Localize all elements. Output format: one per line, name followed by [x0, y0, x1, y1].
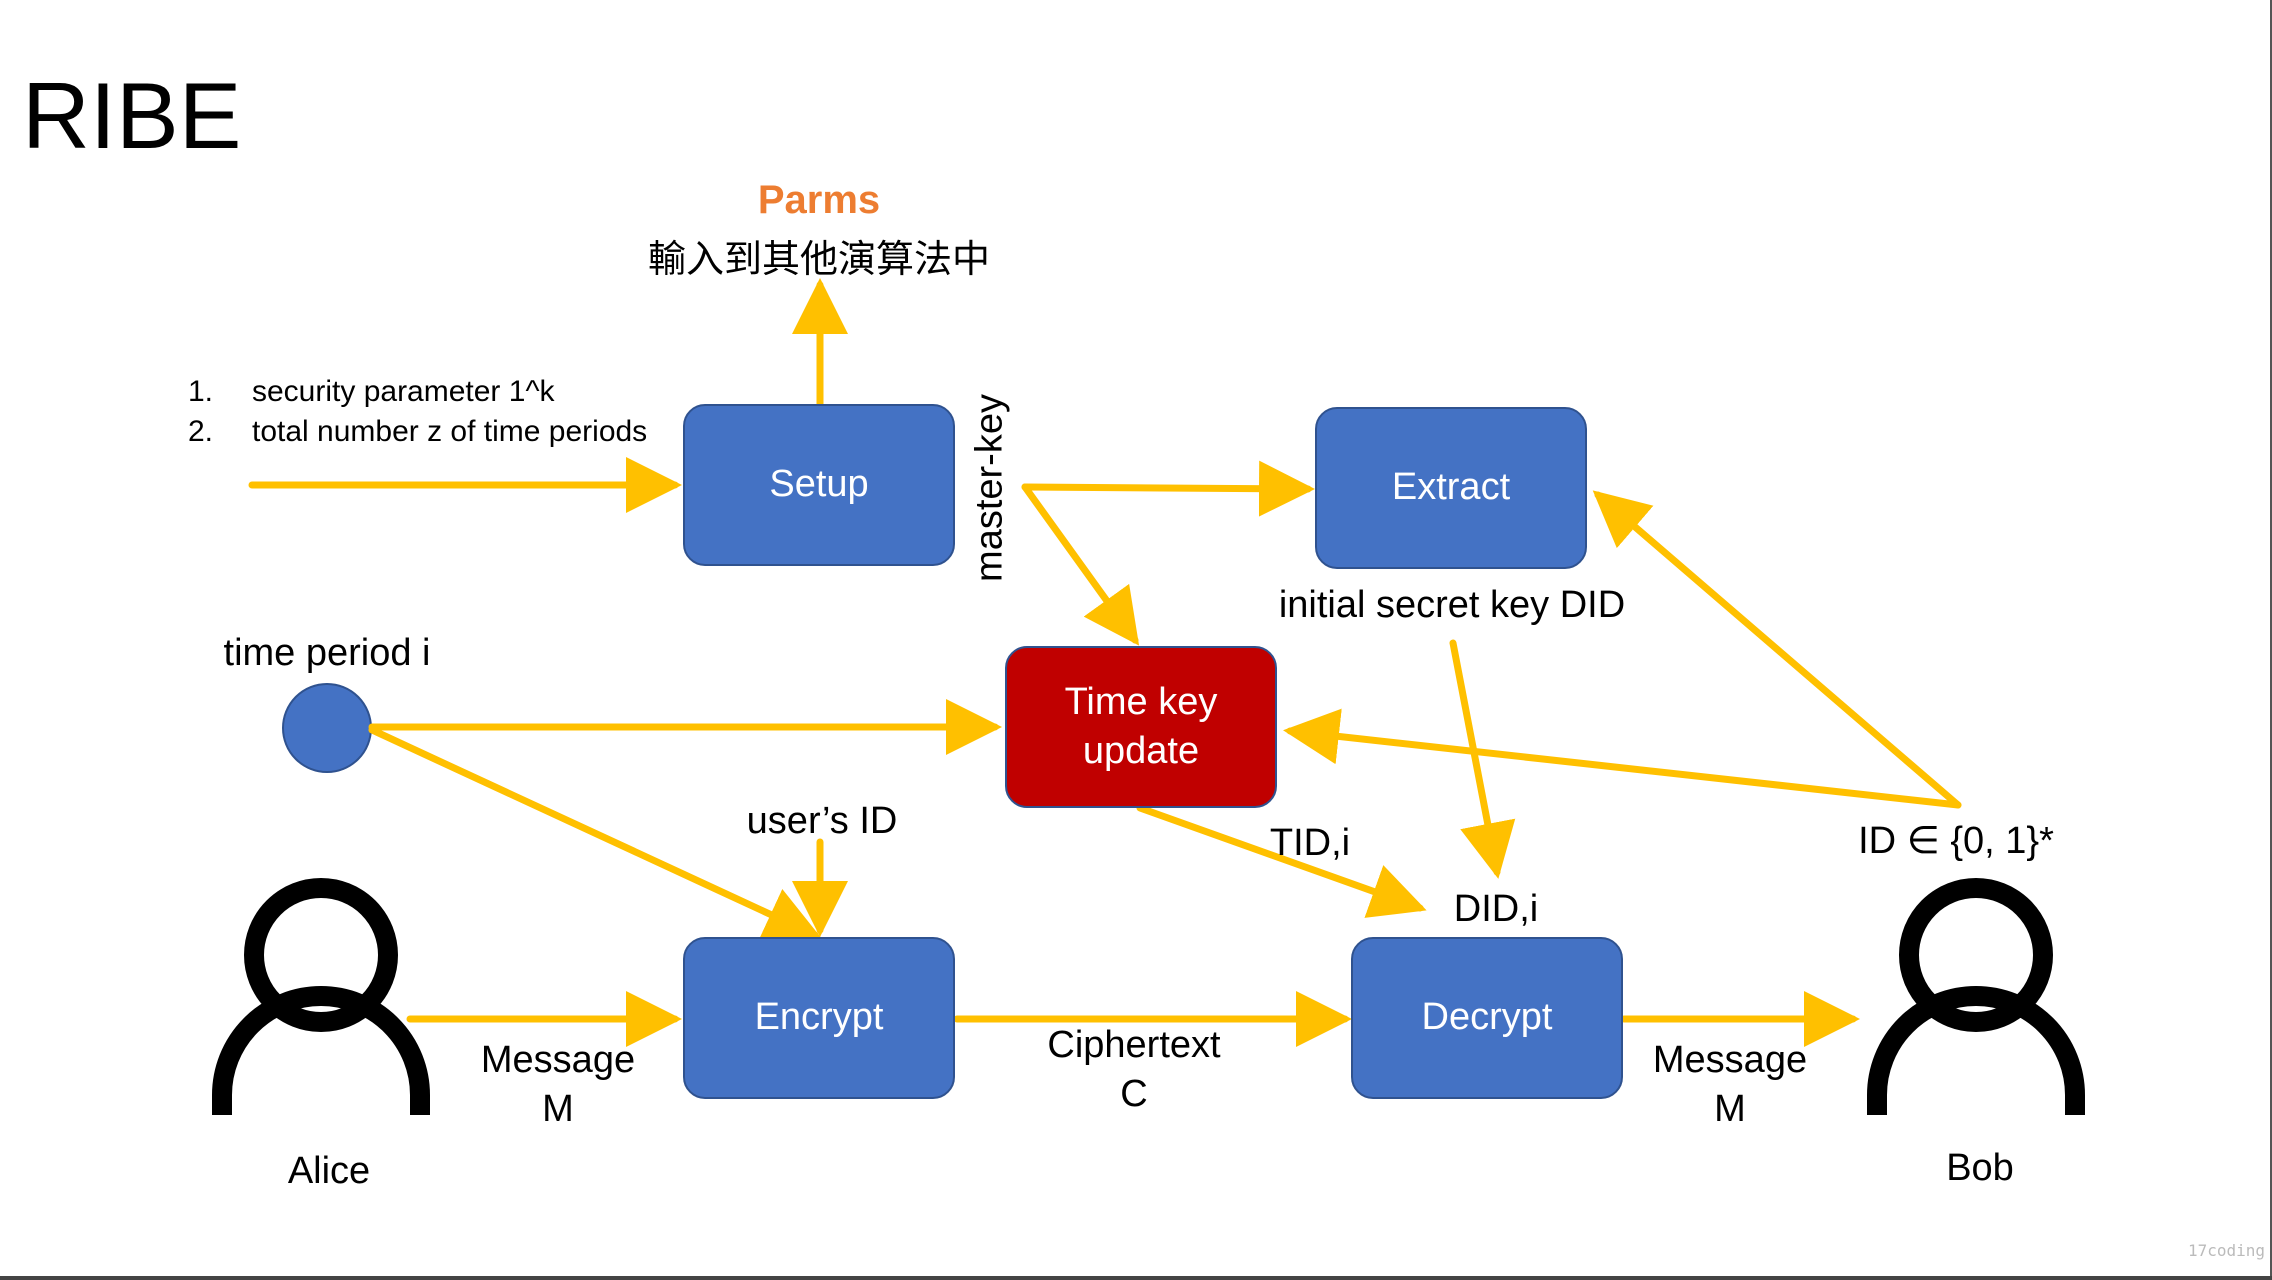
setup-input-item: 2. total number z of time periods: [188, 412, 647, 452]
setup-box: Setup: [683, 404, 955, 566]
bob-person-icon: [1867, 878, 2085, 1115]
did-label: DID,i: [1453, 888, 1539, 930]
id-domain-label: ID ∈ {0, 1}*: [1858, 820, 2054, 862]
arrow-masterkey-to-extract: [1021, 460, 1315, 517]
slide-right-edge: [2270, 0, 2272, 1280]
list-number: 1.: [188, 375, 214, 408]
time-key-update-box: Time key update: [1005, 646, 1277, 808]
tid-label: TID,i: [1269, 822, 1351, 864]
arrow-masterkey-to-timekey: [1021, 483, 1140, 646]
message-left-label: Message M: [480, 1039, 636, 1130]
list-text: security parameter 1^k: [252, 375, 555, 408]
extract-box: Extract: [1315, 407, 1587, 569]
ciphertext-label: Ciphertext C: [1047, 1024, 1221, 1115]
parms-title: Parms: [757, 178, 881, 222]
arrow-id-to-extract: [1592, 490, 1962, 809]
time-period-node: [282, 683, 372, 773]
message-right-label: Message M: [1652, 1039, 1808, 1130]
setup-input-list: 1. security parameter 1^k 2. total numbe…: [188, 372, 647, 452]
arrow-timekey-to-did: [1136, 804, 1427, 918]
master-key-label: master-key: [968, 394, 1011, 582]
arrow-period-to-encrypt: [368, 726, 822, 940]
decrypt-box: Decrypt: [1351, 937, 1623, 1099]
arrow-initkey-to-did: [1449, 639, 1516, 879]
arrow-id-to-timekey: [1283, 708, 1962, 809]
list-number: 2.: [188, 415, 214, 448]
setup-input-item: 1. security parameter 1^k: [188, 372, 647, 412]
alice-person-icon: [212, 878, 430, 1115]
watermark: 17coding: [2188, 1241, 2266, 1260]
slide-bottom-edge: [0, 1276, 2272, 1280]
bob-label: Bob: [1946, 1147, 2014, 1189]
parms-subtitle: 輸入到其他演算法中: [647, 239, 991, 281]
users-id-label: user’s ID: [746, 800, 898, 842]
time-period-label: time period i: [223, 632, 431, 674]
slide-title: RIBE: [22, 63, 242, 168]
initial-secret-key-label: initial secret key DID: [1278, 584, 1626, 626]
list-text: total number z of time periods: [252, 415, 648, 448]
alice-label: Alice: [287, 1150, 371, 1192]
encrypt-box: Encrypt: [683, 937, 955, 1099]
